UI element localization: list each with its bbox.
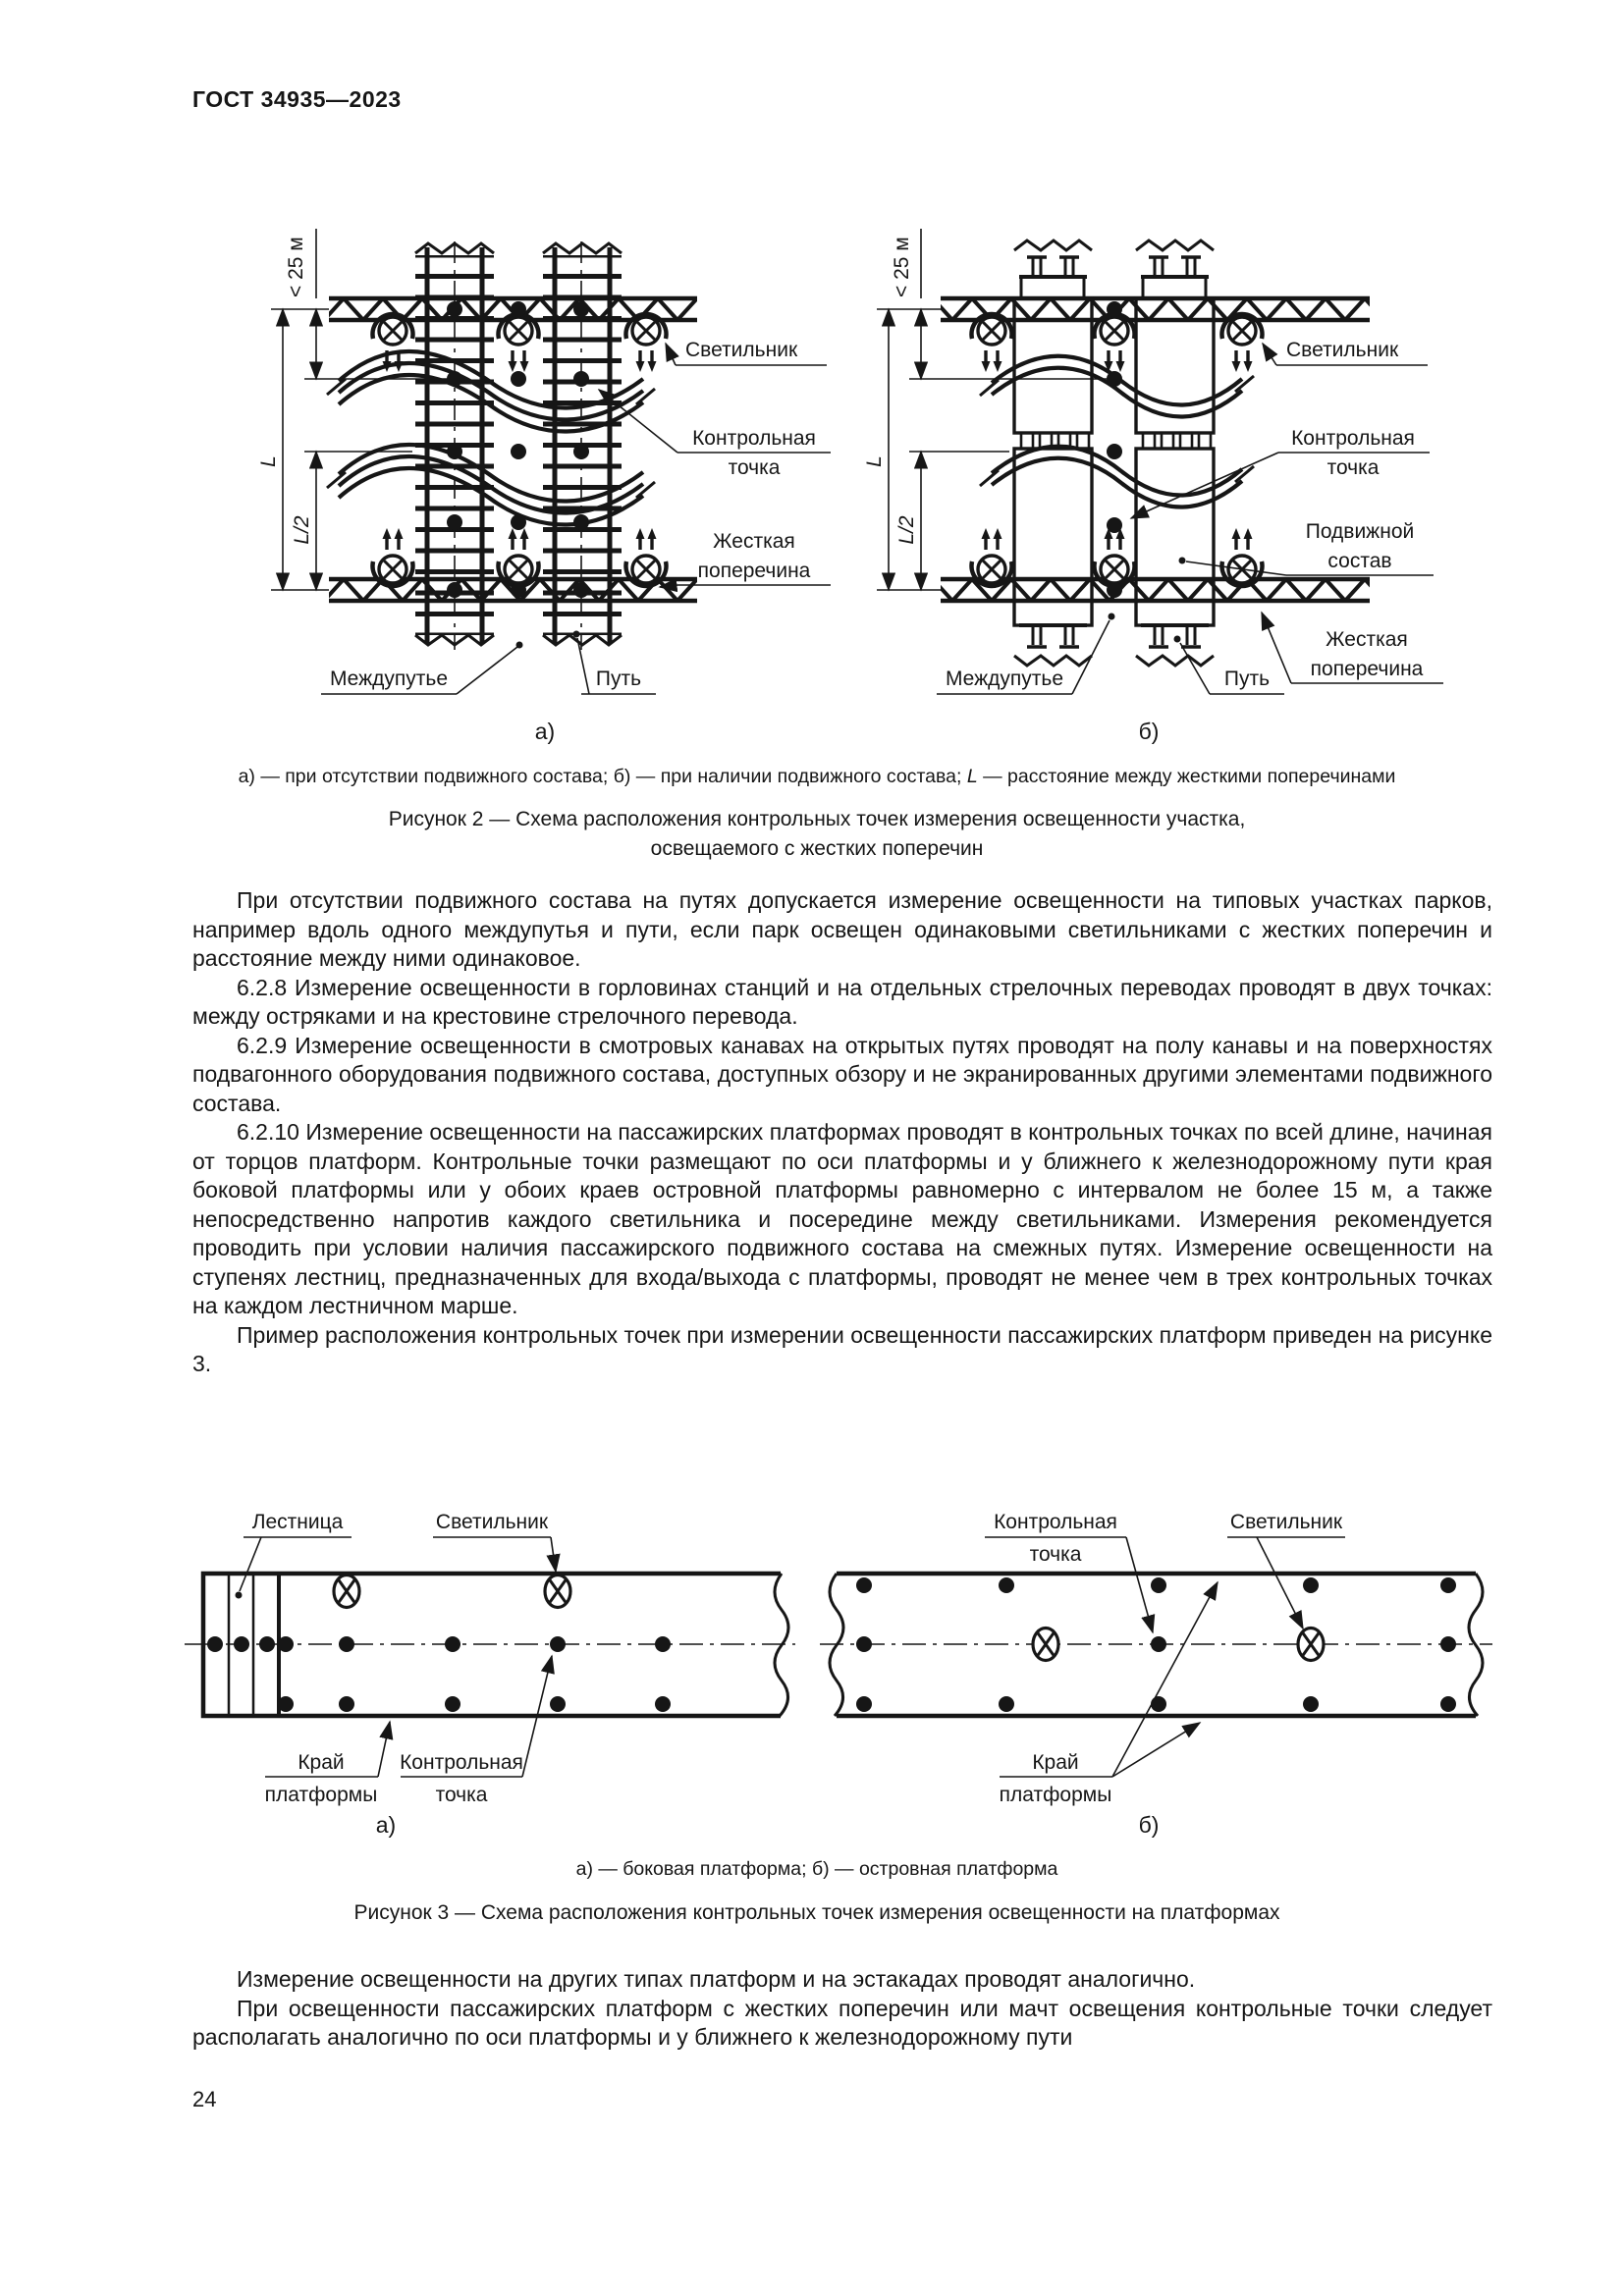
callout-intertrack: Междупутье [321, 641, 523, 695]
figure3b: Контрольная точка Светильник Край платфо… [820, 1511, 1492, 1838]
svg-text:Контрольная: Контрольная [994, 1511, 1117, 1533]
body-text-block: При отсутствии подвижного состава на пут… [192, 886, 1492, 1379]
svg-text:Светильник: Светильник [1230, 1511, 1343, 1533]
dim-L-label: L [257, 455, 280, 467]
svg-text:Лестница: Лестница [252, 1511, 344, 1533]
figure2-caption-line2: освещаемого с жестких поперечин [650, 837, 984, 860]
callout-control-point: Контрольная точка [1129, 427, 1430, 519]
callout-control-point: Контрольная точка [597, 389, 831, 479]
luminaire-icon [1095, 314, 1135, 372]
callout-track: Путь [572, 630, 656, 695]
callout-luminaire: Светильник [433, 1511, 561, 1574]
callout-control-point: Контрольная точка [400, 1654, 555, 1806]
callout-stairs: Лестница [235, 1511, 352, 1599]
dimension-lines [877, 229, 1110, 592]
luminaire-icon [332, 1573, 361, 1610]
figure2-legend: а) — при отсутствии подвижного состава; … [238, 766, 1396, 787]
svg-text:точка: точка [1327, 456, 1380, 479]
figure2b: < 25 м L L/2 Светильник Контрольная точк… [863, 229, 1443, 744]
svg-text:поперечина: поперечина [698, 560, 811, 582]
paragraph-6-2-8: 6.2.8 Измерение освещенности в горловина… [192, 974, 1492, 1030]
page-title: ГОСТ 34935—2023 [192, 86, 402, 112]
svg-text:Путь: Путь [1224, 667, 1270, 690]
luminaire-icon [1222, 528, 1263, 586]
svg-text:Светильник: Светильник [436, 1511, 549, 1533]
svg-text:Светильник: Светильник [1286, 339, 1399, 361]
callout-luminaire: Светильник [1227, 1511, 1345, 1630]
figure3-legend: а) — боковая платформа; б) — островная п… [575, 1858, 1058, 1880]
luminaire-icon [499, 314, 539, 372]
callout-track: Путь [1173, 635, 1284, 695]
svg-text:Контрольная: Контрольная [400, 1751, 523, 1774]
luminaire-icon [972, 314, 1012, 372]
svg-text:платформы: платформы [265, 1784, 378, 1806]
callout-intertrack: Междупутье [937, 613, 1115, 695]
svg-text:Подвижной: Подвижной [1306, 520, 1415, 543]
figure2a: < 25 м L L/2 Светильник Контрольная точк… [257, 229, 831, 744]
paragraph: Измерение освещенности на других типах п… [237, 1966, 1196, 1992]
paragraph-6-2-9: 6.2.9 Измерение освещенности в смотровых… [192, 1032, 1492, 1116]
svg-text:Жесткая: Жесткая [713, 530, 795, 553]
figure2-caption-line1: Рисунок 2 — Схема расположения контрольн… [388, 808, 1246, 830]
dim-L-label: L [863, 455, 886, 467]
dim-25m-label: < 25 м [891, 237, 913, 297]
dim-L2-label: L/2 [291, 515, 313, 545]
luminaire-icon [1222, 314, 1263, 372]
callout-crossbeam: Жесткая поперечина [1261, 611, 1443, 684]
page-number: 24 [192, 2087, 217, 2111]
paragraph: Пример расположения контрольных точек пр… [192, 1321, 1492, 1377]
svg-text:Контрольная: Контрольная [1291, 427, 1415, 450]
callout-control-point: Контрольная точка [985, 1511, 1156, 1634]
luminaire-icon [626, 528, 667, 586]
paragraph-6-2-10: 6.2.10 Измерение освещенности на пассажи… [192, 1119, 1492, 1318]
subfigure-a-label: а) [376, 1812, 396, 1838]
subfigure-b-label: б) [1139, 719, 1160, 744]
svg-text:точка: точка [1030, 1543, 1082, 1566]
svg-text:платформы: платформы [1000, 1784, 1112, 1806]
paragraph: При отсутствии подвижного состава на пут… [192, 887, 1492, 971]
luminaire-icon [972, 528, 1012, 586]
luminaire-icon [499, 528, 539, 586]
side-platform [185, 1571, 795, 1719]
svg-text:Междупутье: Междупутье [946, 667, 1063, 690]
figure3-caption: Рисунок 3 — Схема расположения контрольн… [353, 1901, 1280, 1924]
callout-crossbeam: Жесткая поперечина [658, 530, 831, 593]
callout-platform-edge: Край платформы [265, 1720, 394, 1806]
luminaire-icon [626, 314, 667, 372]
svg-text:Путь: Путь [596, 667, 641, 690]
dimension-lines [271, 229, 452, 592]
callout-rolling-stock: Подвижной состав [1178, 520, 1434, 576]
figure2-diagram: < 25 м L L/2 Светильник Контрольная точк… [257, 229, 1443, 744]
subfigure-b-label: б) [1139, 1812, 1160, 1838]
control-points [206, 1635, 672, 1713]
subfigure-a-label: а) [535, 719, 555, 744]
luminaire-icon [1031, 1626, 1060, 1663]
svg-text:Край: Край [298, 1751, 344, 1774]
callout-luminaire: Светильник [665, 339, 827, 366]
dim-L2-label: L/2 [895, 515, 918, 545]
svg-text:точка: точка [729, 456, 781, 479]
svg-text:Светильник: Светильник [685, 339, 798, 361]
paragraph: При освещенности пассажирских платформ с… [192, 1995, 1492, 2051]
svg-text:Контрольная: Контрольная [692, 427, 816, 450]
dim-25m-label: < 25 м [285, 237, 307, 297]
svg-text:поперечина: поперечина [1311, 658, 1424, 680]
svg-text:Край: Край [1032, 1751, 1078, 1774]
luminaire-icon [373, 528, 413, 586]
luminaire-icon [1095, 528, 1135, 586]
svg-text:Междупутье: Междупутье [330, 667, 448, 690]
callout-luminaire: Светильник [1262, 339, 1428, 366]
luminaire-icon [1296, 1626, 1326, 1663]
svg-text:точка: точка [436, 1784, 488, 1806]
callout-platform-edge: Край платформы [1000, 1580, 1218, 1806]
rigid-crossbeam-bottom [941, 576, 1370, 604]
body-text-block-2: Измерение освещенности на других типах п… [192, 1965, 1492, 2053]
figure3a: Лестница Светильник Край платформы Контр… [185, 1511, 795, 1838]
luminaire-icon [543, 1573, 572, 1610]
rolling-stock-wagon-2 [1134, 239, 1216, 667]
svg-text:состав: состав [1327, 550, 1391, 572]
svg-text:Жесткая: Жесткая [1326, 628, 1408, 651]
figure3-diagram: Лестница Светильник Край платформы Контр… [185, 1511, 1492, 1838]
